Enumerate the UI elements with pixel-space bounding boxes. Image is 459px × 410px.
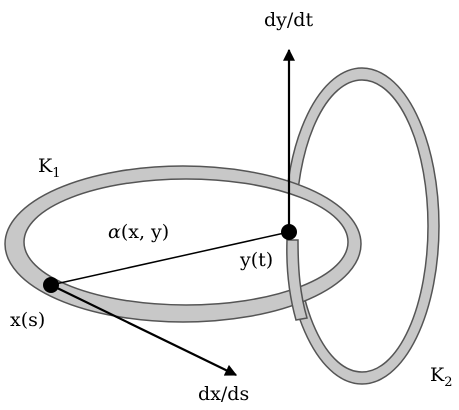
label-y-t: y(t) (239, 249, 273, 271)
ring-k2-back (284, 67, 440, 385)
chord-alpha (50, 231, 290, 286)
label-dy-dt: dy/dt (264, 9, 313, 31)
tangent-arrow-dx-ds (50, 284, 238, 376)
point-x-s (43, 277, 59, 293)
ring-k2-front-strip (286, 239, 308, 321)
label-alpha: α(x, y) (108, 221, 169, 243)
label-x-s: x(s) (10, 309, 45, 331)
label-dx-ds: dx/ds (198, 383, 249, 405)
label-k2: K2 (430, 364, 452, 390)
point-y-t (281, 224, 297, 240)
ring-k1 (4, 165, 362, 323)
label-k1: K1 (38, 155, 60, 181)
